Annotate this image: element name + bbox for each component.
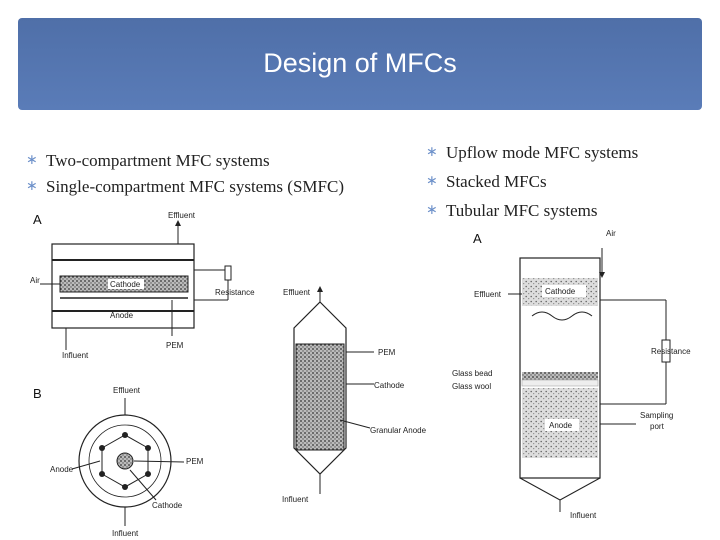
electrode-dot	[145, 445, 151, 451]
right-effluent-label: Effluent	[474, 290, 502, 299]
electrode-dot	[122, 432, 128, 438]
b-pem-label: PEM	[186, 457, 204, 466]
right-influent-label: Influent	[570, 511, 597, 520]
glass-wool-layer	[521, 379, 599, 387]
b-cathode-pointer	[129, 469, 157, 501]
right-resistance-label: Resistance	[651, 347, 691, 356]
mid-granular-anode-label: Granular Anode	[370, 426, 427, 435]
influent-label: Influent	[62, 351, 89, 360]
pem-label: PEM	[166, 341, 184, 350]
right-panel-label-a: A	[473, 231, 482, 246]
electrode-dot	[99, 445, 105, 451]
panel-label-a: A	[33, 212, 42, 227]
resistance-label: Resistance	[215, 288, 255, 297]
mid-cathode-label: Cathode	[374, 381, 405, 390]
slide-title: Design of MFCs	[263, 48, 457, 78]
chamber-outline	[51, 243, 195, 329]
membrane-wave	[531, 311, 593, 321]
glass-wool-label: Glass wool	[452, 382, 491, 391]
panel-label-b: B	[33, 386, 42, 401]
right-anode-label-bg	[545, 419, 579, 431]
left-bullet-list: Two-compartment MFC systems Single-compa…	[20, 148, 344, 200]
bullet-item: Single-compartment MFC systems (SMFC)	[20, 174, 344, 200]
mid-influent-label: Influent	[282, 495, 309, 504]
electrode-dot	[99, 471, 105, 477]
mid-anode-pointer	[339, 419, 371, 429]
title-banner	[18, 18, 702, 110]
right-cathode-label-bg	[542, 285, 586, 297]
center-electrode	[116, 452, 134, 470]
right-anode-label: Anode	[549, 421, 573, 430]
glass-bead-label: Glass bead	[452, 369, 492, 378]
granular-anode-fill	[295, 343, 345, 451]
upflow-column-diagram: Effluent PEM Cathode Granular Anode Infl…	[282, 286, 427, 504]
b-cathode-label: Cathode	[152, 501, 183, 510]
effluent-label: Effluent	[168, 211, 196, 220]
bullet-item: Tubular MFC systems	[420, 196, 638, 225]
b-anode-pointer	[71, 460, 101, 470]
b-anode-label: Anode	[50, 465, 74, 474]
bullet-item: Upflow mode MFC systems	[420, 138, 638, 167]
arrow-icon	[175, 220, 181, 226]
b-influent-label: Influent	[112, 529, 139, 538]
tubular-cross-section-diagram: B Effluent Anode PEM Cathode Influent	[33, 386, 204, 538]
arrow-icon	[317, 286, 323, 292]
sampling-label: Sampling	[640, 411, 673, 420]
right-resistor-icon	[661, 339, 671, 363]
right-air-label: Air	[606, 229, 616, 238]
anode-label: Anode	[110, 311, 134, 320]
bullet-item: Stacked MFCs	[420, 167, 638, 196]
electrode-dot	[145, 471, 151, 477]
upflow-mfc-diagram: A Air Cathode Effluent Resistance Glass …	[452, 229, 691, 520]
mid-effluent-label: Effluent	[283, 288, 311, 297]
right-bullet-list: Upflow mode MFC systems Stacked MFCs Tub…	[420, 138, 638, 225]
cathode-label-bg	[108, 279, 144, 289]
cathode-label: Cathode	[110, 280, 141, 289]
two-chamber-diagram: A Cathode Anode Effluent Air Resistance …	[30, 211, 255, 360]
inner-tube	[88, 424, 162, 498]
b-effluent-label: Effluent	[113, 386, 141, 395]
air-label: Air	[30, 276, 40, 285]
reactor-bottom-cone	[519, 477, 601, 501]
port-label: port	[650, 422, 665, 431]
right-cathode-label: Cathode	[545, 287, 576, 296]
resistor-icon	[224, 265, 232, 281]
bullet-item: Two-compartment MFC systems	[20, 148, 344, 174]
electrode-dot	[122, 484, 128, 490]
b-pem-pointer	[133, 460, 185, 463]
glass-bead-layer	[522, 372, 598, 380]
mid-pem-label: PEM	[378, 348, 396, 357]
